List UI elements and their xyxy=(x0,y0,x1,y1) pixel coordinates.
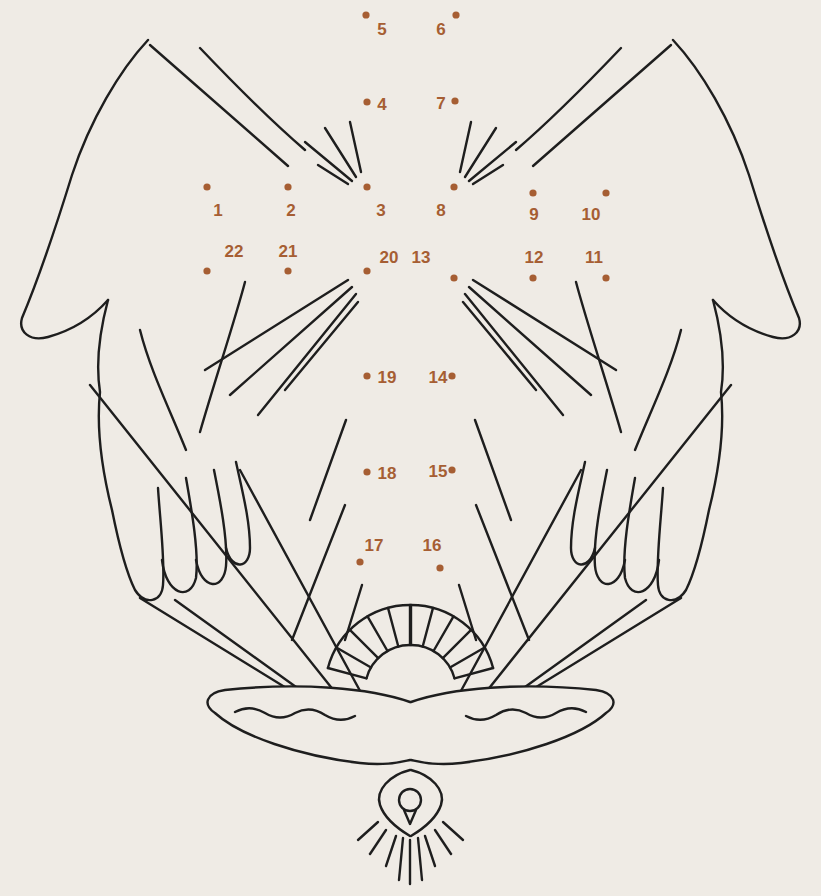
dot xyxy=(203,267,210,274)
callout-number: 10 xyxy=(582,206,601,223)
callout-number: 12 xyxy=(525,249,544,266)
callout-number: 16 xyxy=(423,537,442,554)
light-ray xyxy=(409,840,411,884)
dot xyxy=(529,189,536,196)
ray xyxy=(350,122,361,172)
dot xyxy=(363,468,370,475)
hand-outline xyxy=(21,40,148,338)
dot xyxy=(363,98,370,105)
callout-number: 5 xyxy=(377,21,386,38)
dot xyxy=(363,267,370,274)
tail-feather xyxy=(336,648,371,668)
callout-number: 15 xyxy=(429,463,448,480)
ray xyxy=(205,280,348,370)
light-ray xyxy=(370,830,386,854)
dot xyxy=(529,274,536,281)
finger xyxy=(196,470,226,584)
ray xyxy=(318,165,348,184)
dove-tail xyxy=(328,605,410,668)
dot xyxy=(363,183,370,190)
dot-layer xyxy=(203,11,609,571)
light-ray xyxy=(358,822,378,840)
callout-number: 19 xyxy=(378,369,397,386)
dot xyxy=(284,183,291,190)
palm-line xyxy=(200,282,245,432)
left-half xyxy=(21,40,410,880)
dot xyxy=(451,97,458,104)
callout-number: 3 xyxy=(376,202,385,219)
callout-number: 4 xyxy=(377,96,386,113)
dove-body xyxy=(379,770,410,836)
thumb-line xyxy=(150,45,288,166)
palm-line xyxy=(140,330,186,450)
callout-number: 22 xyxy=(225,243,244,260)
dot xyxy=(602,274,609,281)
tail-feather xyxy=(388,608,398,647)
light-ray xyxy=(399,838,403,880)
dot xyxy=(362,11,369,18)
dot xyxy=(203,183,210,190)
callout-number: 1 xyxy=(213,202,222,219)
tail-feather xyxy=(328,668,367,678)
dot xyxy=(363,372,370,379)
callout-number: 7 xyxy=(436,95,445,112)
callout-number: 18 xyxy=(378,465,397,482)
hand-outline xyxy=(98,300,163,600)
callout-number: 21 xyxy=(279,243,298,260)
callout-number: 2 xyxy=(286,202,295,219)
dot xyxy=(450,274,457,281)
right-half xyxy=(411,40,800,880)
wing-feather xyxy=(235,708,355,720)
callout-number: 14 xyxy=(429,369,448,386)
dove-wing xyxy=(208,686,410,764)
ray xyxy=(305,142,352,181)
thumb-line xyxy=(200,48,305,150)
finger xyxy=(226,462,250,565)
dot xyxy=(602,189,609,196)
dot xyxy=(452,11,459,18)
callout-number: 13 xyxy=(412,249,431,266)
callout-number: 9 xyxy=(529,206,538,223)
dot xyxy=(450,183,457,190)
tail-feather xyxy=(368,616,388,651)
ray xyxy=(258,294,356,415)
dot xyxy=(356,558,363,565)
callout-number: 20 xyxy=(380,249,399,266)
dot xyxy=(436,564,443,571)
callout-number: 11 xyxy=(585,249,603,266)
dot xyxy=(284,267,291,274)
ray xyxy=(230,287,352,395)
ray xyxy=(292,505,345,640)
dove-beak xyxy=(404,810,416,824)
ray xyxy=(310,420,346,520)
dove-head xyxy=(399,789,421,811)
ray xyxy=(325,128,356,177)
tail-feather xyxy=(350,630,378,658)
beam xyxy=(90,385,370,736)
callout-number: 6 xyxy=(436,21,445,38)
callout-number: 17 xyxy=(365,537,384,554)
ray xyxy=(285,302,358,390)
dot xyxy=(448,466,455,473)
dot xyxy=(448,372,455,379)
callout-number: 8 xyxy=(436,202,445,219)
light-ray xyxy=(386,836,396,866)
